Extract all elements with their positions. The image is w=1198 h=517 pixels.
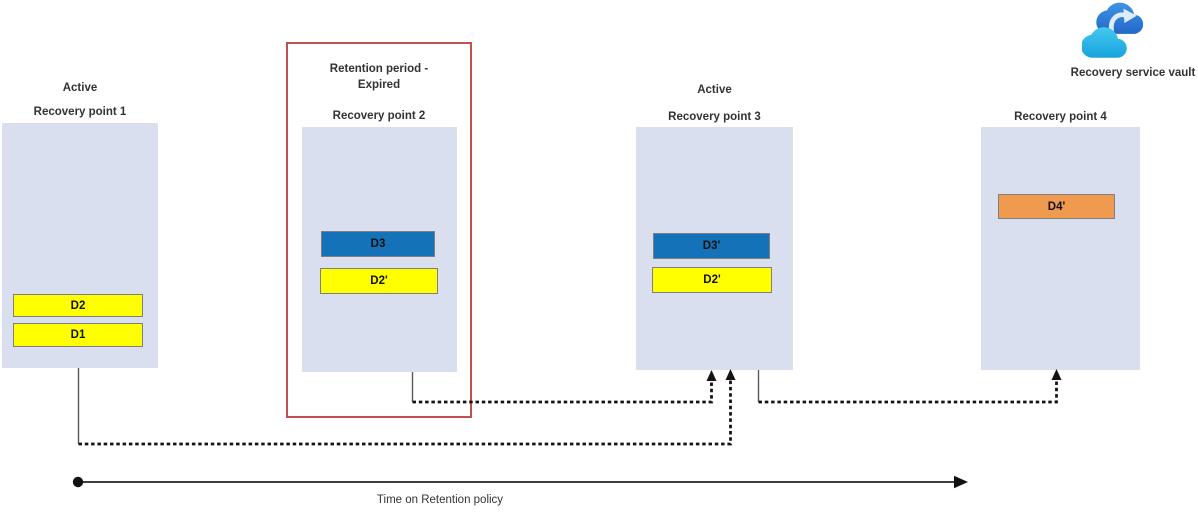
rp2-status-line2: Expired (357, 79, 401, 91)
rp4-title: Recovery point 4 (1014, 111, 1107, 123)
vault-label: Recovery service vault (1070, 67, 1196, 79)
recovery-service-vault-cloud-icon (1082, 2, 1143, 58)
rp3-status: Active (697, 84, 732, 96)
timeline-label: Time on Retention policy (376, 494, 504, 506)
rp1-status: Active (62, 82, 98, 94)
rp2-block-d3: D3 (321, 231, 435, 257)
rp2-status-line1: Retention period - (329, 63, 429, 75)
rp2-block-d2p: D2' (320, 268, 438, 294)
rp1-block-d2: D2 (13, 294, 143, 317)
rp2-title: Recovery point 2 (332, 110, 426, 122)
timeline-arrowhead-icon (954, 475, 968, 489)
rp1-title: Recovery point 1 (33, 106, 127, 118)
rp3-block-d3p: D3' (653, 233, 770, 259)
timeline-start-dot-icon (72, 476, 84, 488)
rp2-to-rp3-arrowhead-icon (706, 370, 717, 381)
restore-swoosh-arrowhead-icon (1123, 8, 1137, 23)
rp3-title: Recovery point 3 (668, 111, 761, 123)
rp3-to-rp4-arrowhead-icon (1051, 369, 1062, 380)
rp1-to-rp3-arrowhead-icon (725, 369, 736, 380)
rp4-box (981, 127, 1140, 370)
rp4-block-d4p: D4' (998, 194, 1115, 219)
rp1-block-d1: D1 (13, 323, 143, 347)
rp3-to-rp4-dashed-arrow (758, 380, 1058, 404)
rp3-block-d2p: D2' (652, 267, 772, 293)
